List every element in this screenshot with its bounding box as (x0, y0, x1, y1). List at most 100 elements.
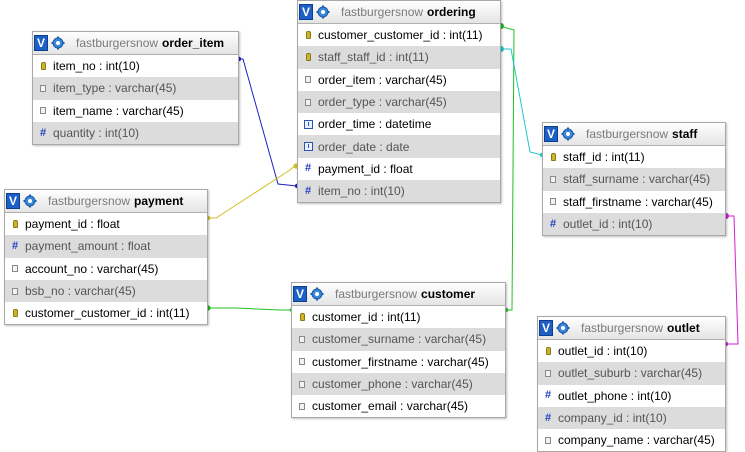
field-row[interactable]: customer_phone : varchar(45) (292, 372, 505, 396)
field-row[interactable]: bsb_no : varchar(45) (5, 279, 207, 303)
field-row[interactable]: staff_id : int(11) (543, 146, 725, 168)
gear-icon[interactable] (315, 4, 331, 20)
field-label: staff_firstname : varchar(45) (563, 194, 713, 209)
database-name: fastburgersnow (48, 194, 131, 208)
database-name: fastburgersnow (581, 321, 664, 335)
table-outlet[interactable]: V fastburgersnow outlet outlet_id : int(… (537, 316, 726, 452)
primary-key-icon (540, 347, 556, 356)
not-null-icon (35, 84, 51, 92)
field-row[interactable]: account_no : varchar(45) (5, 258, 207, 280)
not-null-icon (300, 76, 316, 84)
not-null-icon (545, 198, 561, 206)
primary-key-icon (7, 220, 23, 229)
not-null-icon (7, 287, 23, 295)
view-icon[interactable]: V (544, 126, 558, 142)
table-ordering[interactable]: V fastburgersnow ordering customer_custo… (297, 0, 501, 204)
field-label: order_type : varchar(45) (318, 95, 447, 110)
table-order-item[interactable]: V fastburgersnow order_item item_no : in… (32, 31, 239, 146)
gear-icon[interactable] (560, 126, 576, 142)
field-row[interactable]: order_type : varchar(45) (298, 90, 500, 114)
field-label: company_id : int(10) (558, 411, 667, 426)
field-row[interactable]: customer_customer_id : int(11) (5, 302, 207, 324)
field-list: outlet_id : int(10) outlet_suburb : varch… (538, 340, 725, 451)
view-icon[interactable]: V (34, 35, 48, 51)
field-label: payment_id : float (318, 161, 413, 176)
field-row[interactable]: #item_no : int(10) (298, 180, 500, 203)
table-customer[interactable]: V fastburgersnow customer customer_id : … (291, 282, 506, 419)
field-row[interactable]: item_type : varchar(45) (33, 77, 238, 100)
field-label: customer_surname : varchar(45) (312, 332, 487, 347)
view-icon[interactable]: V (539, 320, 553, 336)
field-row[interactable]: order_time : datetime (298, 113, 500, 135)
field-label: staff_staff_id : int(11) (318, 50, 429, 65)
field-label: payment_id : float (25, 217, 120, 232)
field-row[interactable]: company_name : varchar(45) (538, 429, 725, 451)
field-row[interactable]: staff_surname : varchar(45) (543, 168, 725, 191)
field-row[interactable]: #payment_amount : float (5, 235, 207, 258)
field-label: customer_email : varchar(45) (312, 399, 469, 414)
primary-key-icon (7, 309, 23, 318)
field-row[interactable]: order_date : date (298, 135, 500, 158)
field-row[interactable]: outlet_id : int(10) (538, 340, 725, 362)
field-label: customer_customer_id : int(11) (25, 306, 190, 321)
field-label: item_no : int(10) (53, 59, 140, 74)
field-row[interactable]: customer_surname : varchar(45) (292, 328, 505, 351)
database-name: fastburgersnow (335, 287, 418, 301)
relation-line-ordering-staff (499, 48, 543, 156)
view-icon[interactable]: V (299, 4, 313, 20)
primary-key-icon (294, 313, 310, 322)
not-null-icon (545, 175, 561, 183)
view-icon[interactable]: V (6, 193, 20, 209)
field-row[interactable]: #outlet_id : int(10) (543, 212, 725, 236)
relation-line-order-item-ordering (237, 58, 298, 187)
field-row[interactable]: staff_firstname : varchar(45) (543, 191, 725, 213)
field-label: payment_amount : float (25, 239, 151, 254)
field-label: staff_id : int(11) (563, 150, 645, 165)
field-row[interactable]: customer_id : int(11) (292, 306, 505, 328)
gear-icon[interactable] (50, 35, 66, 51)
field-row[interactable]: order_item : varchar(45) (298, 69, 500, 91)
table-header[interactable]: V fastburgersnow customer (292, 283, 505, 306)
field-row[interactable]: item_no : int(10) (33, 55, 238, 77)
not-null-icon (7, 265, 23, 273)
table-payment[interactable]: V fastburgersnow payment payment_id : fl… (4, 189, 208, 326)
field-row[interactable]: staff_staff_id : int(11) (298, 46, 500, 69)
table-header[interactable]: V fastburgersnow outlet (538, 317, 725, 340)
numeric-icon: # (304, 162, 312, 175)
table-name: payment (134, 194, 184, 208)
field-label: customer_customer_id : int(11) (318, 28, 483, 43)
field-row[interactable]: payment_id : float (5, 213, 207, 235)
field-label: customer_id : int(11) (312, 310, 421, 325)
numeric-icon: # (549, 217, 557, 230)
field-row[interactable]: # payment_id : float (298, 158, 500, 180)
field-row[interactable]: customer_firstname : varchar(45) (292, 351, 505, 373)
database-name: fastburgersnow (76, 36, 159, 50)
field-row[interactable]: customer_email : varchar(45) (292, 395, 505, 417)
field-list: item_no : int(10) item_type : varchar(45)… (33, 55, 238, 145)
primary-key-icon (300, 31, 316, 40)
view-icon[interactable]: V (293, 286, 307, 302)
field-label: outlet_suburb : varchar(45) (558, 366, 703, 381)
gear-icon[interactable] (22, 193, 38, 209)
primary-key-icon (300, 53, 316, 62)
table-name: staff (672, 127, 698, 141)
gear-icon[interactable] (309, 286, 325, 302)
numeric-icon: # (304, 184, 312, 197)
field-label: customer_phone : varchar(45) (312, 377, 473, 392)
field-row[interactable]: #company_id : int(10) (538, 406, 725, 430)
field-row[interactable]: outlet_suburb : varchar(45) (538, 362, 725, 385)
table-name: customer (421, 287, 476, 301)
table-header[interactable]: V fastburgersnow payment (5, 190, 207, 213)
table-header[interactable]: V fastburgersnow staff (543, 123, 725, 146)
field-row[interactable]: customer_customer_id : int(11) (298, 24, 500, 46)
table-header[interactable]: V fastburgersnow order_item (33, 32, 238, 55)
gear-icon[interactable] (555, 320, 571, 336)
relation-line-payment-ordering (206, 163, 298, 219)
table-staff[interactable]: V fastburgersnow staff staff_id : int(11… (542, 122, 726, 237)
field-row[interactable]: #outlet_phone : int(10) (538, 385, 725, 407)
field-row[interactable]: item_name : varchar(45) (33, 100, 238, 122)
relation-line-customer-ordering (498, 25, 515, 311)
field-row[interactable]: #quantity : int(10) (33, 121, 238, 145)
table-header[interactable]: V fastburgersnow ordering (298, 1, 500, 24)
numeric-icon: # (39, 126, 47, 139)
